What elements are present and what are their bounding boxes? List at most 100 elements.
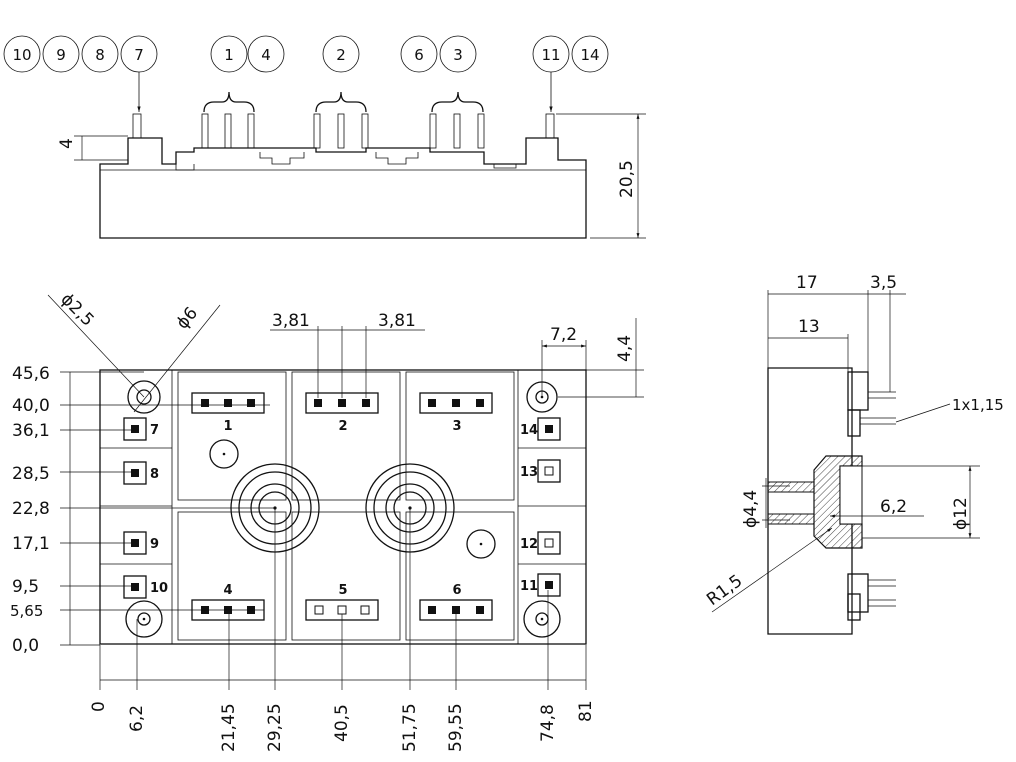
pin-10: 10: [123, 575, 168, 599]
y-dim-28-5: 28,5: [12, 464, 50, 484]
front-view-body: [99, 369, 587, 645]
y-dimensions: 45,6 40,0 36,1 28,5 22,8 17,1 9,5 5,65 0…: [10, 364, 275, 656]
x-dim-74-8: 74,8: [538, 704, 558, 742]
pin-14: 14: [520, 417, 561, 441]
callout-group-11-14: 11 14: [532, 35, 609, 112]
callout-group-2: 2: [315, 35, 367, 113]
dim-3-5: 3,5: [870, 273, 897, 392]
terminal-block-1: 1: [191, 392, 265, 434]
dim-total-height-label: 20,5: [617, 160, 637, 198]
dim-phi-4-4: ϕ4,4: [741, 478, 790, 528]
dim-phi-6: ϕ6: [133, 303, 221, 413]
x-dim-40-5: 40,5: [332, 704, 352, 742]
svg-text:9: 9: [150, 537, 159, 552]
terminal-block-3: 3: [419, 392, 493, 434]
dim-6-2: 6,2: [830, 497, 924, 518]
x-dim-51-75: 51,75: [400, 703, 420, 752]
dim-17-label: 17: [796, 273, 818, 293]
dim-pin-height: 4: [57, 135, 128, 161]
callout-group-1-4: 1 4: [203, 35, 285, 113]
dim-phi-2-5: ϕ2,5: [47, 289, 145, 398]
x-dim-29-25: 29,25: [265, 703, 285, 752]
module-label-1: 1: [223, 419, 232, 434]
dim-phi-4-4-label: ϕ4,4: [741, 490, 761, 528]
dim-4-4-label: 4,4: [615, 335, 635, 362]
mounting-hole-bottom-right: [523, 600, 561, 638]
dim-pitch-left: 3,81: [272, 311, 310, 331]
dim-7-2-label: 7,2: [550, 325, 577, 345]
dim-phi-2-5-label: ϕ2,5: [56, 289, 97, 330]
top-view-body-outline: [99, 137, 587, 239]
y-dim-17-1: 17,1: [12, 534, 50, 554]
x-dim-0: 0: [89, 701, 109, 712]
top-view: 10 9 8 7 1 4 2 6 3 11 1: [3, 35, 646, 239]
module-label-4: 4: [223, 583, 232, 598]
mounting-hole-top-left: [127, 380, 161, 414]
terminal-block-4: 4: [191, 583, 265, 621]
small-hole-left: [209, 439, 239, 469]
callout-7: 7: [134, 46, 144, 64]
svg-text:13: 13: [520, 465, 538, 480]
pin-7: 7: [123, 417, 159, 441]
callout-9: 9: [56, 46, 66, 64]
y-dim-36-1: 36,1: [12, 421, 50, 441]
x-dim-21-45: 21,45: [219, 703, 239, 752]
x-dim-59-55: 59,55: [446, 703, 466, 752]
svg-text:14: 14: [520, 423, 538, 438]
callout-3: 3: [453, 46, 463, 64]
pin-11: 11: [520, 573, 561, 597]
pin-8: 8: [123, 461, 159, 485]
dim-13: 13: [768, 317, 849, 372]
y-dim-0-0: 0,0: [12, 636, 39, 656]
x-dimensions: 0 6,2 21,45 29,25 40,5 51,75 59,55 74,8 …: [89, 508, 596, 752]
callout-group-10-9-8-7: 10 9 8 7: [3, 35, 158, 112]
y-dim-5-65: 5,65: [10, 602, 43, 620]
dim-r-1-5-label: R1,5: [703, 571, 746, 610]
side-view: 17 3,5 13 1x1,15 ϕ4,4 6,2 ϕ: [703, 273, 1004, 635]
side-view-body: [767, 367, 853, 635]
pin-13: 13: [520, 459, 561, 483]
y-dim-22-8: 22,8: [12, 499, 50, 519]
x-dim-81: 81: [576, 700, 596, 722]
dim-total-height: 20,5: [556, 113, 646, 239]
top-view-pins: [132, 113, 555, 149]
dim-pin-size: 1x1,15: [895, 396, 1004, 423]
svg-text:8: 8: [150, 467, 159, 482]
dim-pin-size-label: 1x1,15: [952, 396, 1004, 414]
dim-phi-12: ϕ12: [862, 465, 980, 539]
x-dim-6-2: 6,2: [127, 705, 147, 732]
svg-text:12: 12: [520, 537, 538, 552]
mounting-hole-bottom-left: [125, 600, 163, 638]
callout-11: 11: [541, 46, 560, 64]
svg-text:11: 11: [520, 579, 538, 594]
dim-phi-6-label: ϕ6: [173, 303, 202, 333]
svg-text:10: 10: [150, 581, 168, 596]
dim-phi-12-label: ϕ12: [951, 497, 971, 530]
y-dim-45-6: 45,6: [12, 364, 50, 384]
callout-group-6-3: 6 3: [400, 35, 484, 113]
front-view: 1 2 3 4 5: [10, 289, 644, 752]
callout-10: 10: [12, 46, 31, 64]
module-label-6: 6: [452, 583, 461, 598]
dim-pitch: 3,81 3,81: [270, 311, 425, 398]
side-view-section: [767, 455, 863, 549]
callout-2: 2: [336, 46, 346, 64]
callout-4: 4: [261, 46, 271, 64]
y-dim-9-5: 9,5: [12, 577, 39, 597]
module-label-2: 2: [338, 419, 347, 434]
dim-3-5-label: 3,5: [870, 273, 897, 293]
callout-6: 6: [414, 46, 424, 64]
y-dim-40-0: 40,0: [12, 396, 50, 416]
dim-13-label: 13: [798, 317, 820, 337]
dim-6-2-label: 6,2: [880, 497, 907, 517]
module-label-5: 5: [338, 583, 347, 598]
module-label-3: 3: [452, 419, 461, 434]
small-hole-right: [466, 529, 496, 559]
pin-12: 12: [520, 531, 561, 555]
dim-4-4: 4,4: [558, 318, 644, 398]
svg-text:7: 7: [150, 423, 159, 438]
dim-pin-height-label: 4: [57, 138, 77, 149]
dim-7-2: 7,2: [541, 325, 587, 397]
terminal-block-2: 2: [305, 392, 379, 434]
